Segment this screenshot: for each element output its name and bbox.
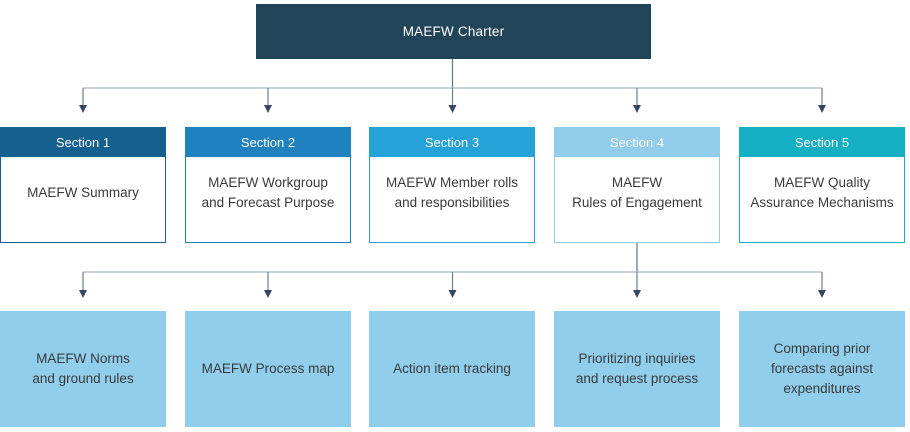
section-4-body: MAEFW Rules of Engagement bbox=[554, 157, 720, 243]
charter-box: MAEFW Charter bbox=[256, 4, 651, 59]
section-2: Section 2 MAEFW Workgroup and Forecast P… bbox=[185, 127, 351, 243]
section-4-header: Section 4 bbox=[554, 127, 720, 157]
section-5-header: Section 5 bbox=[739, 127, 905, 157]
arrow-down-icon bbox=[264, 290, 272, 298]
section-1: Section 1 MAEFW Summary bbox=[0, 127, 166, 243]
section-5-body: MAEFW Quality Assurance Mechanisms bbox=[739, 157, 905, 243]
subsection-action-item-tracking: Action item tracking bbox=[369, 311, 535, 427]
arrow-down-icon bbox=[633, 105, 641, 113]
arrow-down-icon bbox=[448, 290, 457, 298]
arrow-down-icon bbox=[633, 290, 641, 298]
section-2-header: Section 2 bbox=[185, 127, 351, 157]
subsection-norms-ground-rules: MAEFW Norms and ground rules bbox=[0, 311, 166, 427]
section-2-body: MAEFW Workgroup and Forecast Purpose bbox=[185, 157, 351, 243]
section-5: Section 5 MAEFW Quality Assurance Mechan… bbox=[739, 127, 905, 243]
subsection-process-map: MAEFW Process map bbox=[185, 311, 351, 427]
subsection-prioritizing-inquiries: Prioritizing inquiries and request proce… bbox=[554, 311, 720, 427]
section-1-header: Section 1 bbox=[0, 127, 166, 157]
arrow-down-icon bbox=[79, 105, 87, 113]
subsection-comparing-forecasts: Comparing prior forecasts against expend… bbox=[739, 311, 905, 427]
section-3: Section 3 MAEFW Member rolls and respons… bbox=[369, 127, 535, 243]
section-4: Section 4 MAEFW Rules of Engagement bbox=[554, 127, 720, 243]
arrow-down-icon bbox=[79, 290, 87, 298]
arrow-down-icon bbox=[818, 290, 826, 298]
arrow-down-icon bbox=[818, 105, 826, 113]
charter-title: MAEFW Charter bbox=[402, 24, 505, 39]
arrow-down-icon bbox=[448, 105, 457, 113]
arrow-down-icon bbox=[264, 105, 272, 113]
section-3-body: MAEFW Member rolls and responsibilities bbox=[369, 157, 535, 243]
section-3-header: Section 3 bbox=[369, 127, 535, 157]
section-1-body: MAEFW Summary bbox=[0, 157, 166, 243]
